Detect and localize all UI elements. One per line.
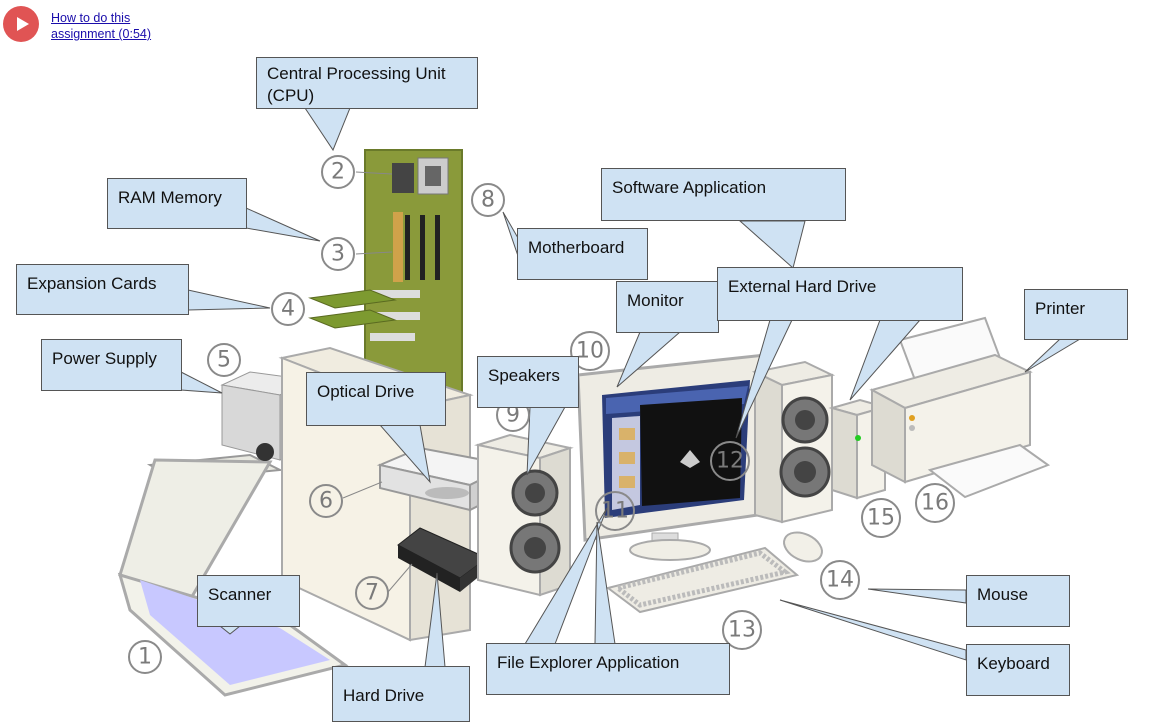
callout-mouse: Mouse (966, 575, 1070, 627)
motherboard-illustration (308, 149, 463, 401)
callout-printer: Printer (1024, 289, 1128, 340)
number-16: 16 (921, 491, 949, 516)
callout-optical-drive: Optical Drive (306, 372, 446, 426)
number-13: 13 (728, 618, 756, 643)
leader-lines (342, 171, 413, 593)
how-to-link[interactable]: How to do this assignment (0:54) (51, 11, 152, 41)
play-icon (17, 17, 29, 31)
callout-power-supply: Power Supply (41, 339, 182, 391)
callout-keyboard: Keyboard (966, 644, 1070, 696)
keyboard-illustration (605, 546, 800, 614)
number-5: 5 (217, 348, 231, 373)
callout-motherboard: Motherboard (517, 228, 648, 280)
number-11: 11 (601, 499, 629, 524)
callout-software-application: Software Application (601, 168, 846, 221)
left-speaker-illustration (474, 433, 574, 597)
number-12: 12 (716, 449, 744, 474)
number-10: 10 (576, 339, 604, 364)
number-labels: 1 2 3 4 5 6 7 8 9 10 11 12 13 14 15 16 (138, 160, 949, 670)
printer-illustration (869, 316, 1051, 499)
mouse-illustration (783, 531, 823, 563)
number-2: 2 (331, 160, 345, 185)
number-14: 14 (826, 568, 854, 593)
number-3: 3 (331, 242, 345, 267)
number-8: 8 (481, 188, 495, 213)
number-9: 9 (506, 403, 520, 428)
callout-scanner: Scanner (197, 575, 300, 627)
number-15: 15 (867, 506, 895, 531)
callout-file-explorer-application: File Explorer Application (486, 643, 730, 695)
callout-cpu: Central Processing Unit (CPU) (256, 57, 478, 109)
number-circles (128, 155, 955, 674)
number-4: 4 (281, 297, 295, 322)
right-speaker-illustration (751, 360, 836, 524)
callout-pointers (180, 107, 1082, 668)
callout-ram-memory: RAM Memory (107, 178, 247, 229)
play-button[interactable] (3, 6, 39, 42)
callout-external-hard-drive: External Hard Drive (717, 267, 963, 321)
callout-hard-drive: Hard Drive (332, 666, 470, 722)
callout-monitor: Monitor (616, 281, 719, 333)
number-7: 7 (365, 581, 379, 606)
number-6: 6 (319, 489, 333, 514)
number-1: 1 (138, 645, 152, 670)
callout-expansion-cards: Expansion Cards (16, 264, 189, 315)
callout-speakers: Speakers (477, 356, 579, 408)
